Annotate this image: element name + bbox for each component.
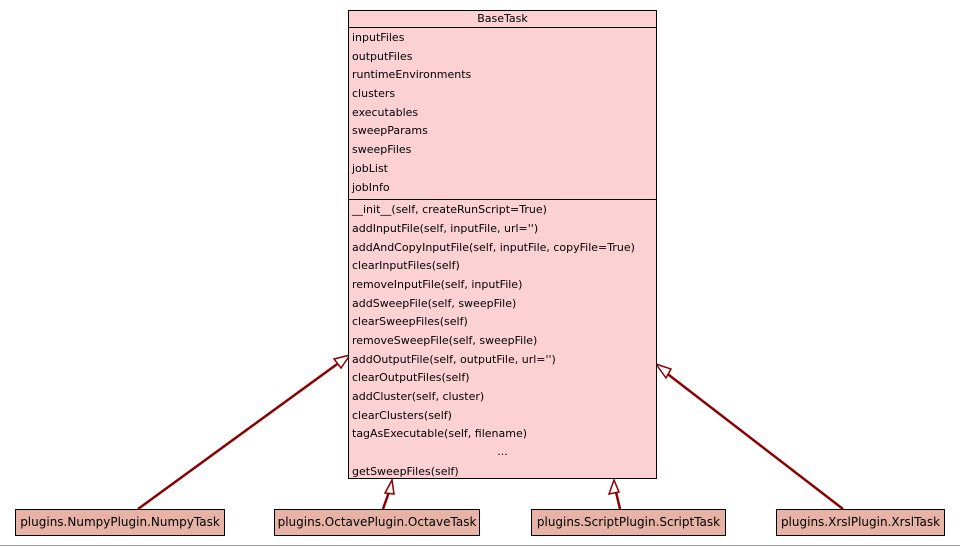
attribute-item: sweepParams — [352, 124, 428, 138]
method-item: addAndCopyInputFile(self, inputFile, cop… — [352, 240, 635, 254]
method-item: getSweepFiles(self) — [352, 464, 459, 478]
subclass-script-task: plugins.ScriptPlugin.ScriptTask — [531, 509, 726, 536]
method-item: clearSweepFiles(self) — [352, 315, 468, 329]
subclass-numpy-task: plugins.NumpyPlugin.NumpyTask — [15, 509, 225, 536]
method-list: __init__(self, createRunScript=True) add… — [349, 200, 656, 481]
attribute-item: clusters — [352, 87, 396, 101]
method-item: addInputFile(self, inputFile, url='') — [352, 221, 539, 235]
subclass-octave-task: plugins.OctavePlugin.OctaveTask — [274, 509, 480, 536]
attribute-item: inputFiles — [352, 31, 405, 44]
method-item: clearInputFiles(self) — [352, 259, 460, 273]
method-item: tagAsExecutable(self, filename) — [352, 427, 528, 441]
method-item: addCluster(self, cluster) — [352, 390, 485, 404]
base-class-box: BaseTask inputFiles outputFiles runtimeE… — [348, 10, 657, 479]
edge-octave-to-base — [381, 477, 395, 510]
method-item: addSweepFile(self, sweepFile) — [352, 296, 517, 310]
method-item: addOutputFile(self, outputFile, url='') — [352, 352, 556, 366]
subclass-xrsl-task: plugins.XrslPlugin.XrslTask — [776, 509, 945, 536]
method-item: removeInputFile(self, inputFile) — [352, 277, 523, 291]
attribute-item: runtimeEnvironments — [352, 68, 472, 82]
method-item: clearOutputFiles(self) — [352, 371, 470, 385]
method-item: removeSweepFile(self, sweepFile) — [352, 334, 538, 347]
method-item: clearClusters(self) — [352, 408, 452, 422]
method-ellipsis: ... — [497, 445, 508, 459]
edge-script-to-base — [607, 477, 622, 510]
method-item: __init__(self, createRunScript=True) — [352, 203, 547, 217]
bottom-divider — [0, 545, 960, 546]
attribute-item: jobList — [352, 161, 388, 175]
attribute-item: sweepFiles — [352, 143, 412, 157]
attribute-item: outputFiles — [352, 49, 413, 63]
attribute-list: inputFiles outputFiles runtimeEnvironmen… — [349, 28, 656, 201]
attribute-item: executables — [352, 105, 419, 119]
edge-numpy-to-base — [137, 353, 352, 511]
attribute-item: jobInfo — [352, 180, 390, 194]
base-class-title: BaseTask — [349, 11, 656, 28]
edge-xrsl-to-base — [654, 362, 844, 510]
